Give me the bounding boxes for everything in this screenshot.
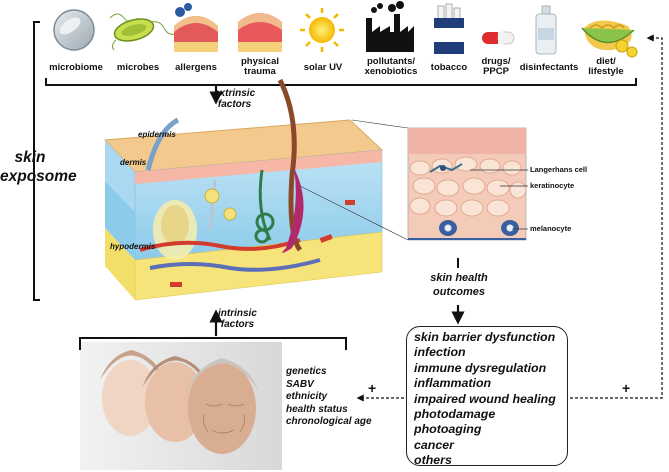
outcome-item: impaired wound healing — [414, 391, 556, 406]
intrinsic-factor-item: chronological age — [286, 416, 372, 427]
exposome-bracket — [33, 21, 40, 301]
intrinsic-factors-label: intrinsic factors — [218, 308, 257, 330]
microbe-bacterium-icon — [109, 13, 177, 51]
disinfectant-bottle-icon — [535, 5, 557, 55]
outcomes-box — [406, 326, 568, 466]
exposure-label-tobacco: tobacco — [430, 62, 468, 73]
outcome-item: infection — [414, 345, 466, 360]
melanocyte-label: melanocyte — [530, 224, 572, 233]
skin-exposome-label: skin exposome — [0, 148, 77, 186]
magnified-epidermis-panel — [407, 127, 527, 241]
intrinsic-factor-item: genetics — [286, 366, 327, 377]
skin-health-outcomes-title: skin health outcomes — [430, 272, 488, 298]
exposure-label-microbiome: microbiome — [49, 62, 103, 73]
epidermis-label: epidermis — [138, 130, 176, 139]
intrinsic-factors-list: genetics SABV ethnicity health status ch… — [286, 366, 372, 429]
keratinocyte-label: keratinocyte — [530, 181, 575, 190]
exposure-label-solar-uv: solar UV — [303, 62, 343, 73]
outcome-item: immune dysregulation — [414, 360, 547, 375]
intrinsic-bracket — [79, 337, 347, 350]
microbiome-petri-dish-icon — [53, 9, 95, 51]
outcome-item: cancer — [414, 437, 454, 452]
capsule-icon — [482, 31, 515, 45]
skin-exposome-line1: skin — [14, 149, 46, 166]
outcome-item: inflammation — [414, 376, 492, 391]
trauma-skin-icon — [238, 13, 282, 52]
exposure-label-microbes: microbes — [116, 62, 160, 73]
food-bowl-icon — [581, 20, 638, 58]
zoom-line — [299, 185, 409, 241]
factory-icon — [366, 1, 414, 52]
feedback-arrow-extrinsic — [570, 34, 663, 399]
extrinsic-factors-label: extrinsic factors — [214, 88, 256, 110]
plus-sign-extrinsic: + — [622, 380, 631, 396]
dermis-label: dermis — [120, 158, 147, 167]
sun-icon — [300, 8, 344, 52]
skin-cross-section — [103, 78, 384, 301]
outcomes-list: skin barrier dysfunction infection immun… — [414, 330, 556, 469]
hypodermis-label: hypodermis — [110, 242, 156, 251]
outcome-item: photoaging — [414, 422, 482, 437]
exposure-label-physical-trauma: physical trauma — [240, 56, 280, 77]
zoom-line — [351, 119, 409, 129]
outcome-item: others — [414, 453, 452, 468]
exposure-bracket — [45, 78, 637, 86]
cigarette-pack-icon — [434, 3, 464, 54]
exposure-label-pollutants: pollutants/ xenobiotics — [364, 56, 418, 77]
exposure-label-disinfectants: disinfectants — [519, 62, 579, 73]
exposure-label-drugs: drugs/ PPCP — [481, 56, 511, 77]
outcome-item: photodamage — [414, 407, 496, 422]
aging-faces-image — [80, 342, 282, 470]
langerhans-cell-label: Langerhans cell — [530, 165, 588, 174]
intrinsic-factor-item: health status — [286, 403, 348, 415]
skin-exposome-line2: exposome — [0, 168, 77, 185]
intrinsic-factor-item: SABV — [286, 378, 314, 390]
allergen-skin-icon — [174, 3, 218, 52]
exposure-label-allergens: allergens — [175, 62, 217, 73]
outcome-item: skin barrier dysfunction — [414, 330, 556, 344]
plus-sign-intrinsic: + — [368, 380, 377, 396]
exposure-label-diet: diet/ lifestyle — [588, 56, 624, 77]
intrinsic-factor-item: ethnicity — [286, 391, 328, 402]
